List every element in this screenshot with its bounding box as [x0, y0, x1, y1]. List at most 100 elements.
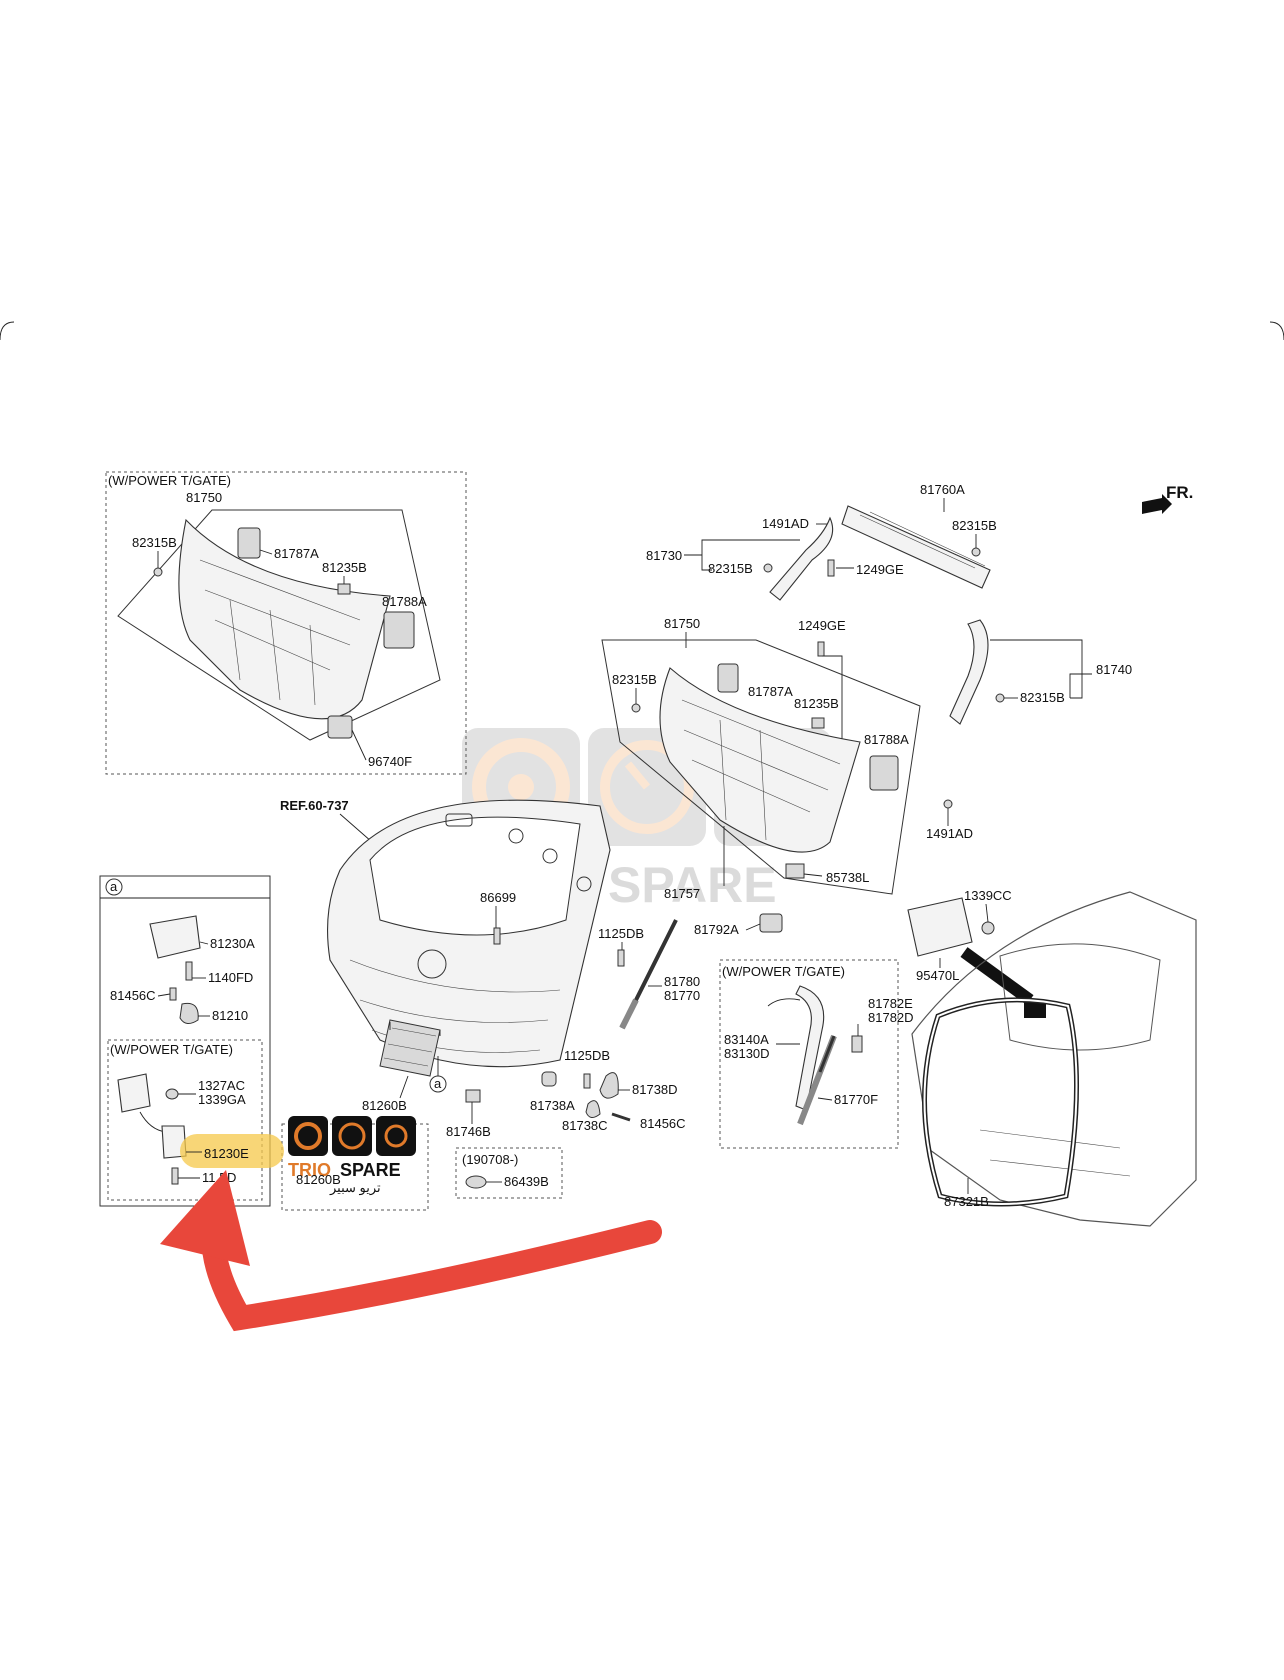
part-1327AC	[165, 1088, 179, 1100]
label-82315B-mid: 82315B	[612, 672, 657, 687]
part-87321B-weatherstrip	[922, 997, 1079, 1207]
frame-corner-right	[1269, 321, 1284, 341]
leader-81770F	[817, 1097, 833, 1101]
label-81782E: 81782E	[868, 996, 913, 1011]
part-81730-trim-left	[769, 516, 834, 601]
part-81738A	[541, 1071, 557, 1087]
vehicle-bumper-lines	[979, 1129, 1131, 1177]
group-box-mid-right	[719, 959, 899, 1149]
label-81456C-mid: 81456C	[640, 1116, 686, 1131]
module-location-pointer	[960, 947, 1034, 1005]
group-title-mid-right: (W/POWER T/GATE)	[722, 964, 845, 979]
part-81788A-mid	[869, 755, 899, 791]
label-81770: 81770	[664, 988, 700, 1003]
label-81738A: 81738A	[530, 1098, 575, 1113]
watermark-spare: SPARE	[608, 857, 777, 913]
leader-ref	[339, 813, 373, 843]
part-81760A-garnish	[841, 505, 991, 589]
leader-81260B-b	[389, 1022, 441, 1036]
part-96740F	[327, 715, 353, 739]
label-83130D: 83130D	[724, 1046, 770, 1061]
part-power-latch-upper	[117, 1073, 151, 1113]
small-logo-arabic: تريو سبير	[329, 1180, 381, 1196]
label-82315B-81740: 82315B	[1020, 690, 1065, 705]
label-82315B-top-left: 82315B	[132, 535, 177, 550]
leader-81740-b	[1069, 673, 1092, 698]
label-81770F: 81770F	[834, 1092, 878, 1107]
leader-81787A-top-left	[259, 549, 273, 555]
part-81787A-top-left	[237, 527, 261, 559]
small-logo-wheel-icon	[294, 1122, 322, 1150]
leader-81230A	[199, 941, 209, 945]
label-81782D: 81782D	[868, 1010, 914, 1025]
label-81738D: 81738D	[632, 1082, 678, 1097]
label-1491AD-mid: 1491AD	[926, 826, 973, 841]
trim-panel-mid	[659, 667, 861, 853]
frame-corner-left	[0, 321, 15, 341]
part-1491AD-mid	[943, 799, 953, 809]
vehicle-rear-outline	[911, 891, 1197, 1227]
small-logo-trio: TRIO	[288, 1160, 331, 1180]
part-81738D	[599, 1072, 619, 1099]
part-81788A-top-left	[383, 611, 415, 649]
part-82315B-top-left	[153, 567, 163, 577]
label-83140A: 83140A	[724, 1032, 769, 1047]
label-81260B-alt: 81260B	[296, 1172, 341, 1187]
label-82315B-81730: 82315B	[708, 561, 753, 576]
watermark-wheel-hub	[508, 774, 534, 800]
label-1249GE-mid: 1249GE	[798, 618, 846, 633]
label-96740F: 96740F	[368, 754, 412, 769]
tailgate-slot	[445, 813, 473, 827]
part-86439B	[465, 1175, 487, 1189]
part-1125DB-a	[617, 949, 625, 967]
part-81260B-ribs	[383, 1027, 437, 1067]
small-logo-tile-1	[288, 1116, 328, 1156]
tailgate-hole-1	[508, 828, 524, 844]
module-location-marker	[1024, 1000, 1046, 1018]
label-1327AC: 1327AC	[198, 1078, 245, 1093]
part-81738C	[585, 1100, 601, 1118]
leader-81456C-a	[157, 993, 171, 997]
part-1339CC	[981, 921, 995, 935]
ref-label: REF.60-737	[280, 798, 349, 813]
label-1125DB-a: 1125DB	[598, 926, 644, 941]
panel-outline-mid	[601, 639, 921, 895]
label-95470L: 95470L	[916, 968, 959, 983]
label-81456C-a: 81456C	[110, 988, 156, 1003]
label-81750-top: 81750	[186, 490, 222, 505]
label-81730: 81730	[646, 548, 682, 563]
tailgate-emblem-recess	[417, 949, 447, 979]
part-81746B	[465, 1089, 481, 1103]
part-81235B-mid	[811, 717, 825, 729]
label-1339GA: 1339GA	[198, 1092, 246, 1107]
tailgate-hole-3	[576, 876, 592, 892]
label-81235B-top-left: 81235B	[322, 560, 367, 575]
part-1140FD-b	[171, 1167, 179, 1185]
part-86699	[493, 927, 501, 945]
highlight-81230E	[180, 1134, 284, 1168]
part-82315B-81740	[995, 693, 1005, 703]
leader-85738L	[803, 873, 823, 877]
label-1339CC: 1339CC	[964, 888, 1012, 903]
label-81788A-top-left: 81788A	[382, 594, 427, 609]
small-logo-engine-icon	[384, 1124, 408, 1148]
tailgate-hole-2	[542, 848, 558, 864]
part-81792A	[759, 913, 783, 933]
fr-arrow-icon	[1142, 494, 1172, 514]
label-86439B: 86439B	[504, 1174, 549, 1189]
label-81787A-mid: 81787A	[748, 684, 793, 699]
label-81760A: 81760A	[920, 482, 965, 497]
leader-1249GE-mid	[822, 655, 843, 744]
power-tailgate-cable	[767, 998, 801, 1007]
label-81210: 81210	[212, 1008, 248, 1023]
part-83140A-trim	[795, 985, 825, 1111]
red-pointer-arrow	[201, 1194, 662, 1332]
group-title-top-left: (W/POWER T/GATE)	[108, 473, 231, 488]
label-86699: 86699	[480, 890, 516, 905]
leader-96740F	[351, 729, 367, 761]
part-81235B-top-left	[337, 583, 351, 595]
part-87321B-weatherstrip-inner	[923, 998, 1078, 1205]
small-logo-spare: SPARE	[340, 1160, 401, 1180]
label-81260B: 81260B	[362, 1098, 407, 1113]
panel-outline-top-left	[117, 509, 441, 741]
